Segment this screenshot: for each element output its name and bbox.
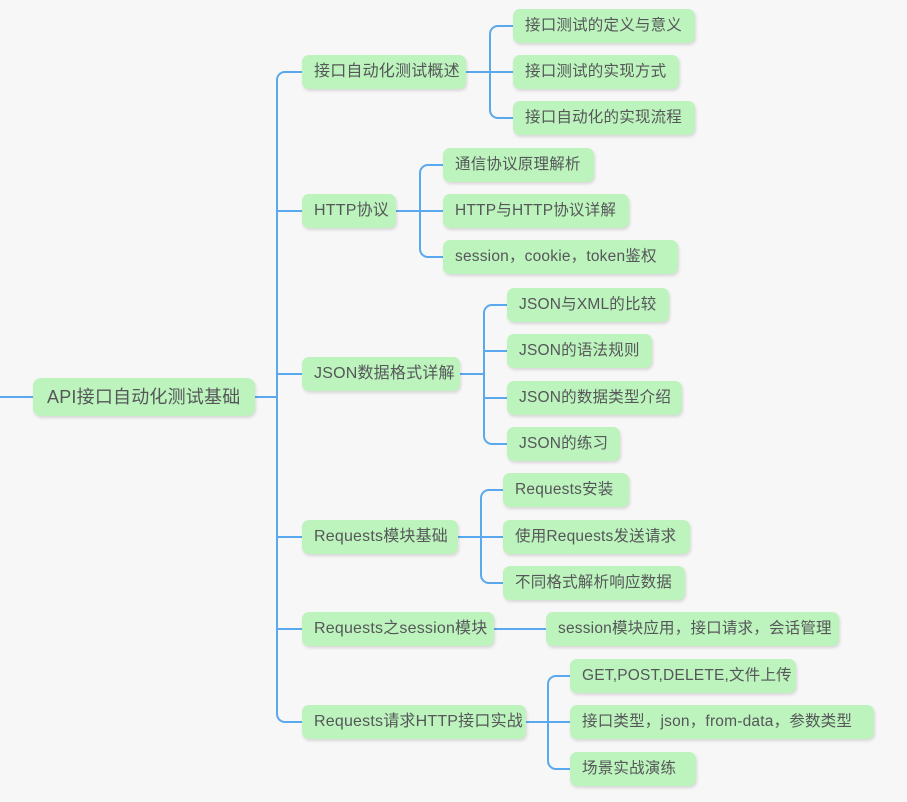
leaf-node-2-3[interactable]: session，cookie，token鉴权 — [443, 240, 678, 274]
connector — [276, 71, 303, 723]
leaf-node-4-2[interactable]: 使用Requests发送请求 — [503, 520, 690, 554]
leaf-node-3-4[interactable]: JSON的练习 — [507, 427, 620, 461]
connector — [483, 304, 508, 445]
leaf-node-3-1[interactable]: JSON与XML的比较 — [507, 288, 669, 322]
leaf-node-6-3[interactable]: 场景实战演练 — [570, 752, 696, 786]
leaf-node-1-2[interactable]: 接口测试的实现方式 — [513, 55, 679, 89]
leaf-node-4-1[interactable]: Requests安装 — [503, 473, 629, 507]
root-node[interactable]: API接口自动化测试基础 — [33, 378, 255, 416]
leaf-node-1-1[interactable]: 接口测试的定义与意义 — [513, 9, 695, 43]
leaf-node-4-3[interactable]: 不同格式解析响应数据 — [503, 566, 685, 600]
branch-node-6[interactable]: Requests请求HTTP接口实战 — [302, 705, 526, 739]
branch-node-4[interactable]: Requests模块基础 — [302, 520, 458, 554]
leaf-node-2-2[interactable]: HTTP与HTTP协议详解 — [443, 194, 629, 228]
leaf-node-3-2[interactable]: JSON的语法规则 — [507, 334, 652, 368]
leaf-node-1-3[interactable]: 接口自动化的实现流程 — [513, 101, 695, 135]
leaf-node-3-3[interactable]: JSON的数据类型介绍 — [507, 381, 682, 415]
branch-node-5[interactable]: Requests之session模块 — [302, 612, 494, 646]
branch-node-2[interactable]: HTTP协议 — [302, 194, 396, 228]
branch-node-3[interactable]: JSON数据格式详解 — [302, 357, 460, 391]
leaf-node-6-2[interactable]: 接口类型，json，from-data，参数类型 — [570, 705, 874, 739]
leaf-node-5-1[interactable]: session模块应用，接口请求，会话管理 — [546, 612, 839, 646]
leaf-node-2-1[interactable]: 通信协议原理解析 — [443, 148, 594, 182]
branch-node-1[interactable]: 接口自动化测试概述 — [302, 55, 466, 89]
leaf-node-6-1[interactable]: GET,POST,DELETE,文件上传 — [570, 659, 796, 693]
